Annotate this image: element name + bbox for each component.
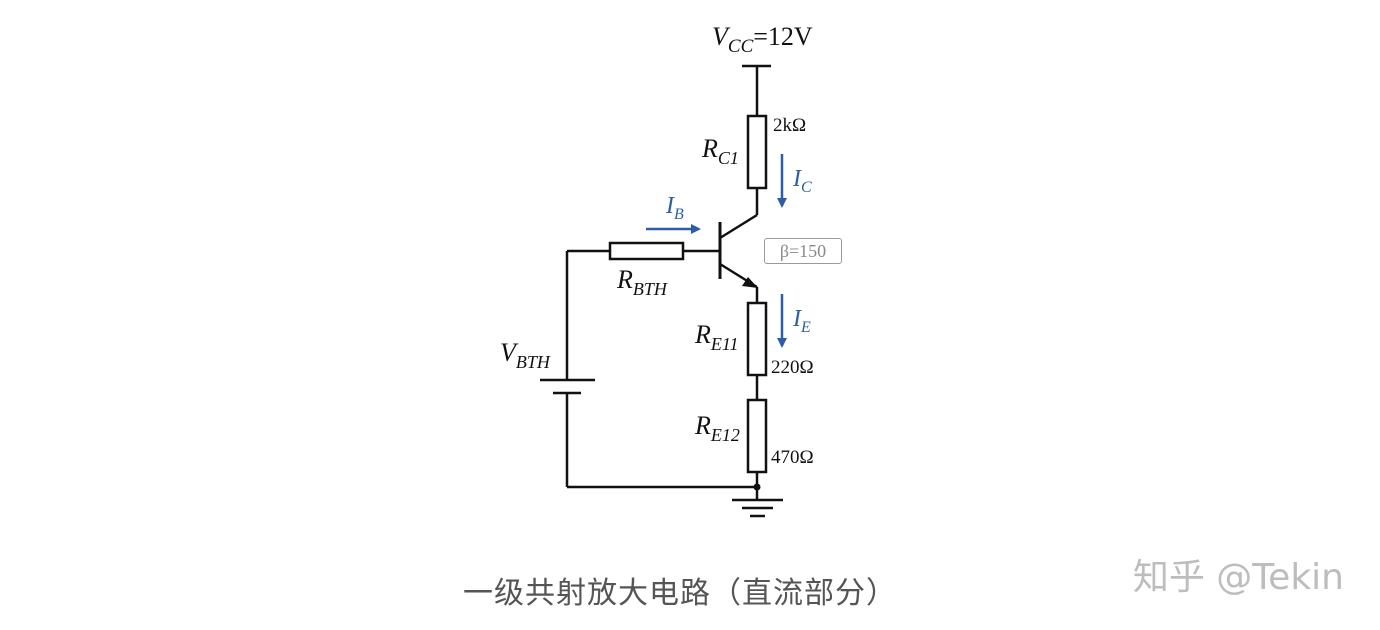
beta-badge: β=150 xyxy=(764,238,842,264)
rbth-label: RBTH xyxy=(616,265,668,299)
ib-label: IB xyxy=(665,193,684,223)
ground-icon xyxy=(732,498,783,518)
watermark: 知乎 @Tekin xyxy=(1132,557,1344,598)
collector-wire xyxy=(719,188,759,240)
ic-label: IC xyxy=(792,166,812,196)
resistor-rbth xyxy=(608,241,685,261)
ground-wire xyxy=(567,472,759,500)
re11-label: RE11 xyxy=(694,320,739,354)
beta-label: β=150 xyxy=(779,240,827,261)
rc1-label: RC1 xyxy=(701,134,739,168)
rc1-value: 2kΩ xyxy=(773,115,806,136)
emitter-arrow-icon xyxy=(742,277,758,288)
resistor-re12 xyxy=(746,398,768,474)
vcc-terminal xyxy=(742,64,771,116)
re12-value: 470Ω xyxy=(771,447,814,468)
re12-label: RE12 xyxy=(694,411,740,445)
diagram-caption: 一级共射放大电路（直流部分） xyxy=(463,576,897,611)
vcc-label: VCC=12V xyxy=(712,22,813,57)
base-wire xyxy=(565,249,720,380)
resistor-rc1 xyxy=(746,114,768,190)
junction-dot xyxy=(753,483,761,491)
resistor-re11 xyxy=(746,301,768,377)
vbth-label: VBTH xyxy=(500,338,551,372)
battery-vbth xyxy=(540,378,595,487)
re11-value: 220Ω xyxy=(771,357,814,378)
ie-label: IE xyxy=(792,306,811,336)
